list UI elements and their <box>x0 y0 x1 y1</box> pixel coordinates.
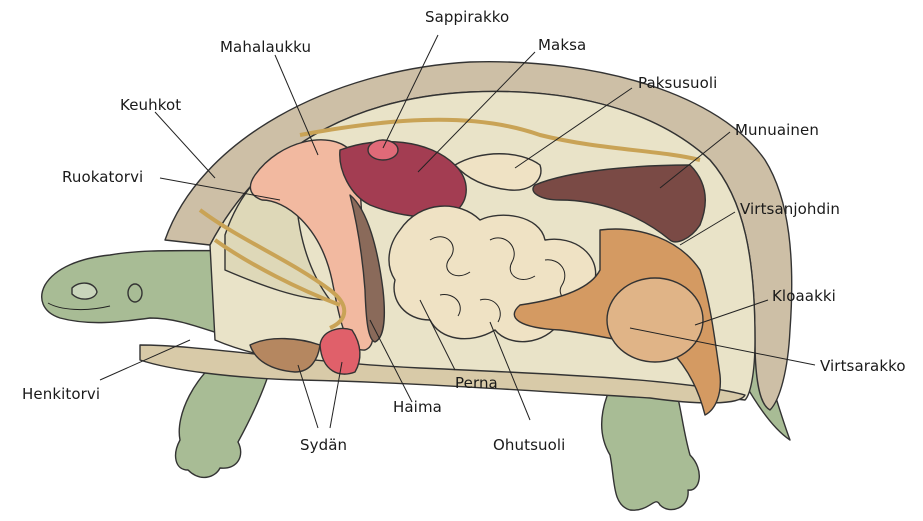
label-mahalaukku: Mahalaukku <box>220 38 311 56</box>
label-maksa: Maksa <box>538 36 586 54</box>
label-henkitorvi: Henkitorvi <box>22 385 100 403</box>
label-haima: Haima <box>393 398 442 416</box>
leader-keuhkot <box>155 112 215 178</box>
label-virtsarakko: Virtsarakko <box>820 357 906 375</box>
label-virtsanjohdin: Virtsanjohdin <box>740 200 840 218</box>
label-paksusuoli: Paksusuoli <box>638 74 717 92</box>
urinary-bladder <box>607 278 703 362</box>
label-sappirakko: Sappirakko <box>425 8 509 26</box>
label-ruokatorvi: Ruokatorvi <box>62 168 143 186</box>
label-ohutsuoli: Ohutsuoli <box>493 436 565 454</box>
eye <box>72 283 97 299</box>
label-kloaakki: Kloaakki <box>772 287 836 305</box>
gallbladder <box>368 140 398 160</box>
label-perna: Perna <box>455 374 498 392</box>
label-sydan: Sydän <box>300 436 347 454</box>
label-munuainen: Munuainen <box>735 121 819 139</box>
label-keuhkot: Keuhkot <box>120 96 181 114</box>
